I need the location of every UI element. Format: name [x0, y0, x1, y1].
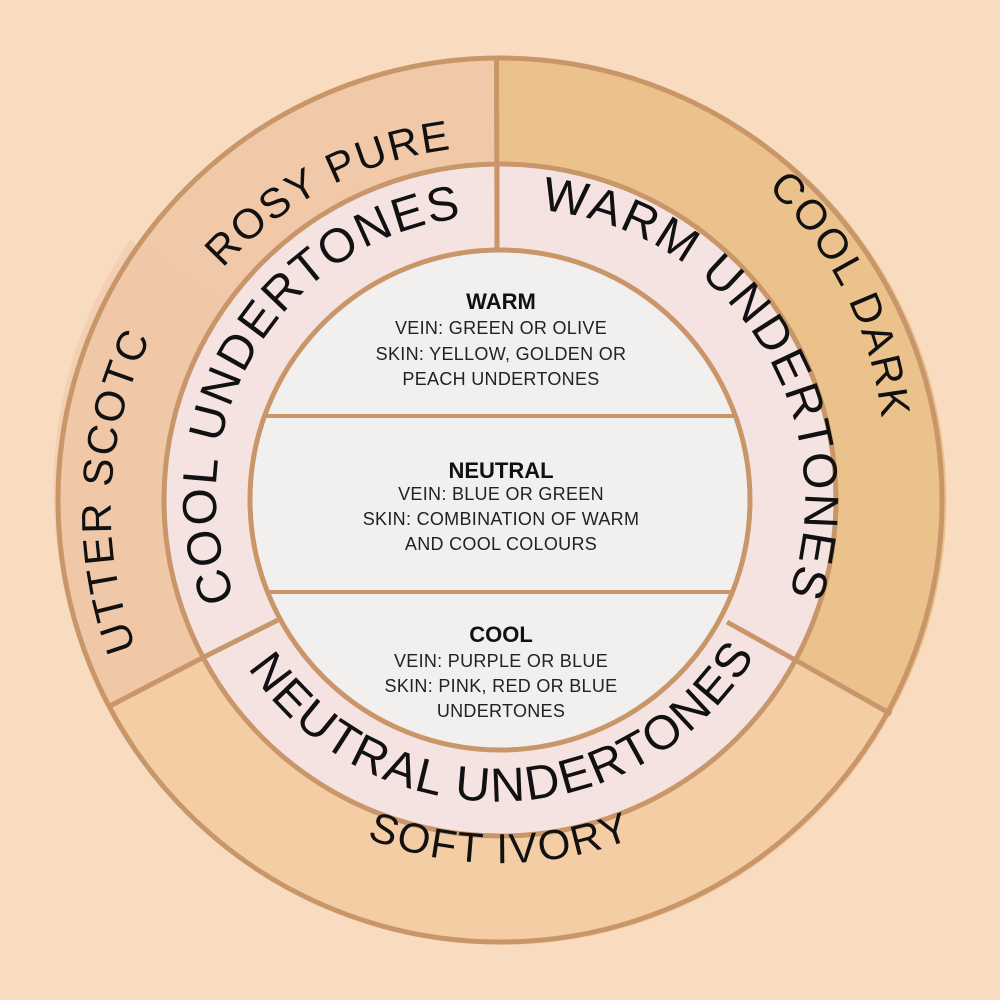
band-neutral-line: VEIN: BLUE OR GREEN [398, 484, 604, 504]
band-neutral-title: NEUTRAL [448, 458, 553, 483]
band-cool-line: SKIN: PINK, RED OR BLUE [385, 676, 618, 696]
band-neutral-line: AND COOL COLOURS [405, 534, 597, 554]
band-warm: WARM VEIN: GREEN OR OLIVE SKIN: YELLOW, … [376, 289, 627, 389]
center-disc [247, 247, 753, 753]
band-warm-line: SKIN: YELLOW, GOLDEN OR [376, 344, 627, 364]
middle-dividers [201, 164, 803, 666]
band-cool: COOL VEIN: PURPLE OR BLUE SKIN: PINK, RE… [385, 622, 618, 721]
band-cool-line: VEIN: PURPLE OR BLUE [394, 651, 608, 671]
band-neutral-line: SKIN: COMBINATION OF WARM [363, 509, 640, 529]
band-cool-line: UNDERTONES [437, 701, 565, 721]
band-warm-title: WARM [466, 289, 536, 314]
band-neutral: NEUTRAL VEIN: BLUE OR GREEN SKIN: COMBIN… [363, 458, 640, 554]
band-warm-line: VEIN: GREEN OR OLIVE [395, 318, 607, 338]
band-warm-line: PEACH UNDERTONES [402, 369, 599, 389]
band-cool-title: COOL [469, 622, 533, 647]
